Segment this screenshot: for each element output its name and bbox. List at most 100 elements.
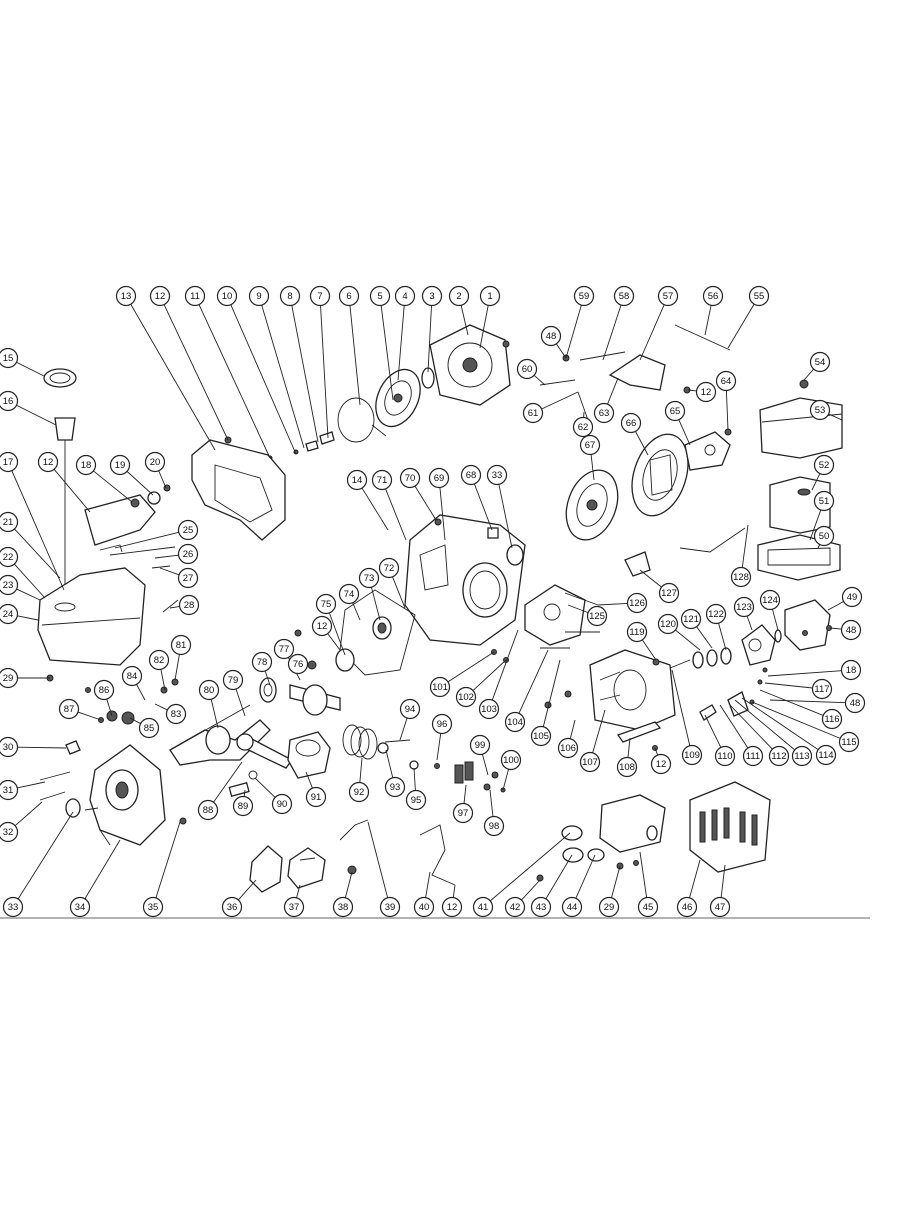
callout-109: 109 [681,744,703,766]
callout-circle [305,786,327,808]
leader-line-34 [84,839,121,900]
callout-circle [170,634,192,656]
callout-circle [658,582,680,604]
callout-number: 51 [819,496,830,507]
callout-number: 10 [222,291,233,302]
callout-71: 71 [371,469,393,491]
governor-assembly [539,324,731,421]
leader-line-68 [473,483,493,531]
callout-number: 92 [354,787,365,798]
callout-35: 35 [142,896,164,918]
leader-line-128 [741,524,749,568]
callout-number: 56 [708,291,719,302]
leader-line-79 [235,688,246,717]
callout-circle [522,402,544,424]
ratchet-parts [267,431,335,461]
callout-33: 33 [486,464,508,486]
callout-number: 96 [437,719,448,730]
callout-circle [573,285,595,307]
callout-29: 29 [0,667,19,689]
ignition-coil [684,431,731,471]
callout-86: 86 [93,679,115,701]
leader-line-7 [320,305,329,439]
callout-8: 8 [279,285,301,307]
callout-40: 40 [413,896,435,918]
callout-number: 82 [154,655,165,666]
callout-number: 54 [815,357,826,368]
callout-28: 28 [178,594,200,616]
leader-line-60 [533,374,546,386]
callout-number: 34 [75,902,86,913]
callout-48: 48 [840,619,862,641]
leader-line-65 [678,419,691,446]
callout-number: 104 [507,717,523,728]
callout-12: 12 [37,451,59,473]
callout-number: 111 [746,751,760,762]
callout-number: 15 [3,353,14,364]
callout-11: 11 [184,285,206,307]
leader-line-27 [159,567,180,576]
callout-circle [561,896,583,918]
leader-line-78 [264,670,271,686]
leader-line-74 [352,602,361,621]
callout-106: 106 [557,737,579,759]
carburetor-gaskets [692,629,782,669]
callout-circle [809,399,831,421]
callout-55: 55 [748,285,770,307]
leader-line-87 [77,711,102,721]
callout-circle [184,285,206,307]
leader-line-17 [11,470,65,591]
callout-circle [221,896,243,918]
callout-88: 88 [197,799,219,821]
callout-circle [657,285,679,307]
callout-number: 48 [546,331,557,342]
callout-number: 90 [277,799,288,810]
leader-line-26 [154,554,179,559]
leader-line-29 [611,865,621,898]
spring-ring [337,397,387,443]
leader-line-28 [169,606,180,609]
callout-89: 89 [232,795,254,817]
callout-circle [455,686,477,708]
leader-line-58 [602,304,622,361]
air-filter-base [757,534,841,581]
leader-line-57 [639,304,665,361]
leader-line-75 [328,612,346,656]
callout-number: 110 [717,751,732,762]
callout-circle [841,586,863,608]
callout-80: 80 [198,679,220,701]
callout-circle [165,703,187,725]
callout-75: 75 [315,593,337,615]
callout-circle [358,567,380,589]
callout-60: 60 [516,358,538,380]
callout-12: 12 [695,381,717,403]
callout-circle [681,744,703,766]
callout-number: 7 [317,291,322,302]
shaft-126 [564,592,599,606]
callout-number: 83 [171,709,182,720]
callout-number: 109 [684,750,700,761]
piston-pin [228,770,258,797]
callout-20: 20 [144,451,166,473]
callout-circle [338,285,360,307]
leader-line-86 [106,698,113,717]
callout-32: 32 [0,821,19,843]
leader-line-8 [291,305,319,443]
callout-circle [844,692,866,714]
leader-line-32 [14,801,43,827]
leader-line-39 [367,821,389,898]
callout-number: 100 [503,755,519,766]
callout-number: 94 [405,704,416,715]
callout-120: 120 [657,613,679,635]
leader-line-2 [460,305,469,336]
leader-line-24 [17,615,39,621]
callout-circle [813,525,835,547]
callout-number: 20 [150,457,161,468]
cylinder-head [589,649,676,731]
callout-circle [613,285,635,307]
callout-number: 71 [377,475,388,486]
leader-line-23 [16,588,41,601]
callout-16: 16 [0,390,19,412]
leader-line-84 [136,684,146,701]
leader-line-35 [155,821,181,899]
